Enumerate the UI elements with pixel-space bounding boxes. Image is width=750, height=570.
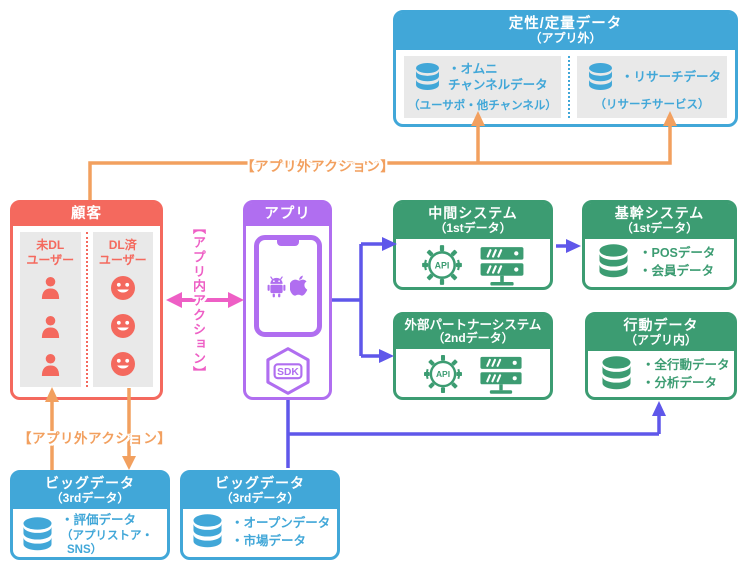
box-header: 基幹システム （1stデータ） — [585, 203, 734, 240]
omni-line1: ・オムニ — [448, 62, 498, 77]
smiley-icon — [110, 275, 136, 301]
android-icon — [266, 275, 287, 298]
api-label: API — [435, 370, 449, 380]
data-item: ・オープンデータ — [231, 515, 331, 530]
box-bigdata-eval: ビッグデータ （3rdデータ） ・評価データ （アプリストア・ SNS） — [10, 470, 170, 560]
research-data-panel: ・リサーチデータ （リサーチサービス） — [576, 55, 727, 118]
smartphone-icon — [253, 235, 322, 338]
box-title: 外部パートナーシステム — [404, 318, 542, 332]
data-item: ・会員データ — [639, 264, 715, 279]
box-subtitle: （3rdデータ） — [50, 490, 130, 505]
server-icon — [477, 353, 525, 395]
api-label: API — [434, 260, 449, 270]
col-label-line1: 未DL — [36, 238, 65, 253]
data-item: ・POSデータ — [639, 245, 716, 260]
data-item: ・評価データ — [61, 513, 137, 528]
database-icon — [191, 513, 224, 551]
data-item-note: SNS） — [67, 544, 103, 557]
omni-line2: チャンネルデータ — [448, 78, 548, 93]
person-icon — [39, 314, 62, 339]
box-title: ビッグデータ — [45, 475, 135, 491]
apple-icon — [290, 275, 309, 298]
data-item: ・全行動データ — [642, 357, 730, 372]
box-header: ビッグデータ （3rdデータ） — [183, 473, 337, 510]
sdk-label: SDK — [277, 367, 299, 378]
box-header: アプリ — [246, 203, 329, 227]
box-subtitle: （1stデータ） — [620, 220, 699, 235]
database-icon — [587, 62, 614, 93]
label-app-outside-action-bottom: 【アプリ外アクション】 — [18, 431, 172, 446]
database-icon — [414, 62, 441, 93]
research-note: （リサーチサービス） — [594, 98, 710, 111]
not-downloaded-users-column: 未DL ユーザー — [20, 232, 81, 387]
data-item-note: （アプリストア・ — [61, 529, 153, 542]
database-icon — [21, 516, 54, 554]
box-qual-quant-data: 定性/定量データ （アプリ外） ・オムニ チャンネルデータ — [393, 10, 738, 127]
dotted-divider — [85, 232, 88, 387]
box-subtitle: （1stデータ） — [434, 220, 512, 235]
api-gear-icon: API — [420, 243, 464, 287]
box-subtitle: （アプリ外） — [529, 31, 602, 46]
data-item: ・分析データ — [642, 376, 718, 391]
box-app: アプリ — [243, 200, 332, 400]
box-title: 中間システム — [428, 205, 518, 221]
box-header: 外部パートナーシステム （2ndデータ） — [396, 315, 550, 350]
label-app-outside-action-top: 【アプリ外アクション】 — [241, 159, 395, 174]
box-title: 顧客 — [71, 206, 102, 222]
person-icon — [39, 352, 62, 377]
col-label-line2: ユーザー — [26, 252, 75, 267]
label-app-inside-action: 【アプリ内アクション】 — [191, 221, 206, 381]
box-core-system: 基幹システム （1stデータ） ・POSデータ ・会員データ — [582, 200, 737, 290]
sdk-hexagon-icon: SDK — [264, 346, 312, 396]
box-behavior-data: 行動データ （アプリ内） ・全行動データ ・分析データ — [585, 312, 737, 400]
omni-channel-data-panel: ・オムニ チャンネルデータ （ユーサポ・他チャンネル） — [404, 55, 561, 118]
omni-note: （ユーサポ・他チャンネル） — [408, 99, 557, 112]
box-subtitle: （2ndデータ） — [432, 331, 514, 345]
person-icon — [39, 275, 62, 300]
box-title: アプリ — [264, 206, 311, 222]
box-header: 中間システム （1stデータ） — [396, 203, 550, 240]
box-subtitle: （アプリ内） — [624, 332, 697, 347]
box-mid-system: 中間システム （1stデータ） — [393, 200, 553, 290]
box-header: 行動データ （アプリ内） — [588, 315, 734, 352]
box-subtitle: （3rdデータ） — [220, 490, 300, 505]
box-customer: 顧客 未DL ユーザー DL済 — [10, 200, 163, 400]
box-title: 基幹システム — [614, 205, 705, 221]
phone-notch — [276, 239, 299, 247]
box-bigdata-open: ビッグデータ （3rdデータ） ・オープンデータ ・市場データ — [180, 470, 340, 560]
box-header: ビッグデータ （3rdデータ） — [13, 473, 167, 510]
dotted-divider — [567, 55, 570, 118]
col-label-line1: DL済 — [108, 238, 137, 253]
box-partner-system: 外部パートナーシステム （2ndデータ） — [393, 312, 553, 400]
box-title: 定性/定量データ — [508, 16, 623, 32]
box-header: 顧客 — [13, 203, 160, 227]
box-header: 定性/定量データ （アプリ外） — [396, 13, 735, 50]
downloaded-users-column: DL済 ユーザー — [92, 232, 153, 387]
server-icon — [477, 243, 527, 287]
col-label-line2: ユーザー — [98, 252, 147, 267]
smiley-icon — [110, 313, 136, 339]
api-gear-icon: API — [422, 353, 464, 395]
data-item: ・市場データ — [231, 534, 307, 549]
smiley-icon — [110, 351, 136, 377]
box-title: 行動データ — [623, 317, 699, 333]
database-icon — [600, 355, 633, 393]
database-icon — [597, 243, 630, 281]
research-line1: ・リサーチデータ — [620, 70, 721, 85]
box-title: ビッグデータ — [215, 475, 305, 491]
